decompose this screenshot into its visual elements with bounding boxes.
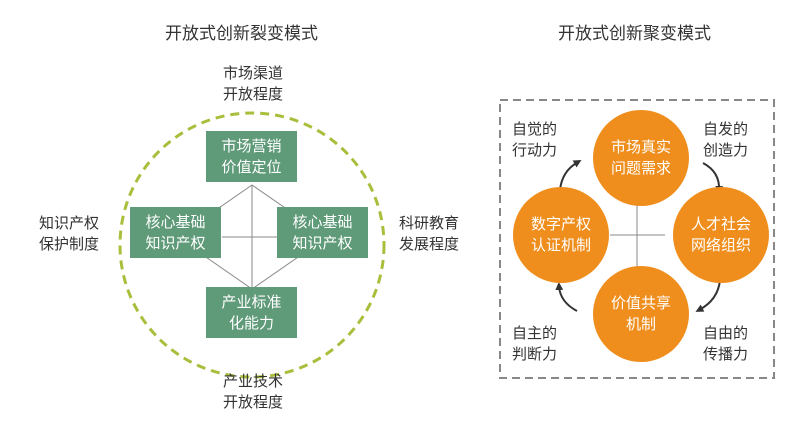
arrow-top-right bbox=[702, 162, 724, 194]
arrow-bottom-right bbox=[695, 279, 721, 312]
left-title: 开放式创新裂变模式 bbox=[165, 24, 318, 44]
label-bottom: 产业技术开放程度 bbox=[222, 372, 283, 411]
circle-market-demand: 市场真实问题需求 bbox=[593, 110, 689, 206]
circle-value-sharing: 价值共享机制 bbox=[593, 266, 689, 362]
label-top: 市场渠道开放程度 bbox=[222, 64, 283, 103]
dashed-frame bbox=[499, 99, 775, 379]
corner-label-bottom-left: 自主的判断力 bbox=[512, 324, 558, 363]
box-core-ip-left: 核心基础知识产权 bbox=[130, 207, 221, 258]
dashed-ring bbox=[118, 111, 386, 379]
corner-label-top-right: 自发的创造力 bbox=[703, 120, 749, 159]
arrow-bottom-left bbox=[555, 282, 578, 312]
box-market-positioning: 市场营销价值定位 bbox=[206, 131, 297, 182]
box-core-ip-right: 核心基础知识产权 bbox=[277, 207, 368, 258]
circle-talent-network: 人才社会网络组织 bbox=[673, 187, 769, 283]
label-left: 知识产权保护制度 bbox=[38, 214, 99, 253]
label-right: 科研教育发展程度 bbox=[398, 214, 459, 253]
corner-label-bottom-right: 自由的传播力 bbox=[703, 324, 749, 363]
circle-digital-ip: 数字产权认证机制 bbox=[513, 187, 609, 283]
right-title: 开放式创新聚变模式 bbox=[558, 24, 711, 44]
arrow-top-left bbox=[559, 160, 582, 191]
box-industry-standard: 产业标准化能力 bbox=[206, 287, 297, 338]
corner-label-top-left: 自觉的行动力 bbox=[512, 120, 558, 159]
